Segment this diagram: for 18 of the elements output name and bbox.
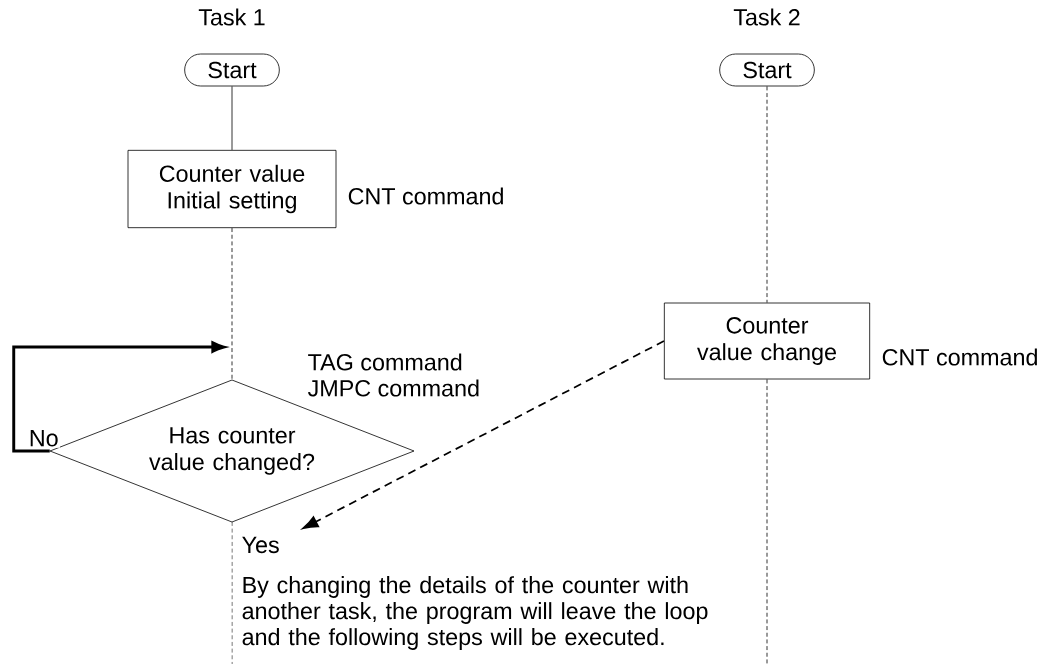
note-text: By changing the details of the counter with another task, the program will leave the loop and the following steps will be executed. xyxy=(242,576,708,650)
command-note: TAG command xyxy=(308,353,462,371)
branch-label: Yes xyxy=(242,536,279,554)
task-heading: Task 1 xyxy=(198,8,265,26)
connector-line xyxy=(231,227,233,381)
command-note: CNT command xyxy=(882,348,1037,366)
command-note: CNT command xyxy=(348,187,503,205)
terminal-box: Start xyxy=(719,53,815,87)
connector-line xyxy=(231,86,233,151)
arrow xyxy=(302,340,665,530)
task-heading: Task 2 xyxy=(733,8,800,26)
process-box: Counter value change xyxy=(663,302,871,380)
terminal-box: Start xyxy=(184,53,280,87)
edge-label: No xyxy=(27,428,60,448)
command-note: JMPC command xyxy=(307,379,479,397)
connector-line xyxy=(766,86,768,303)
connector-line xyxy=(766,379,768,664)
process-box: Counter value Initial setting xyxy=(127,149,337,229)
